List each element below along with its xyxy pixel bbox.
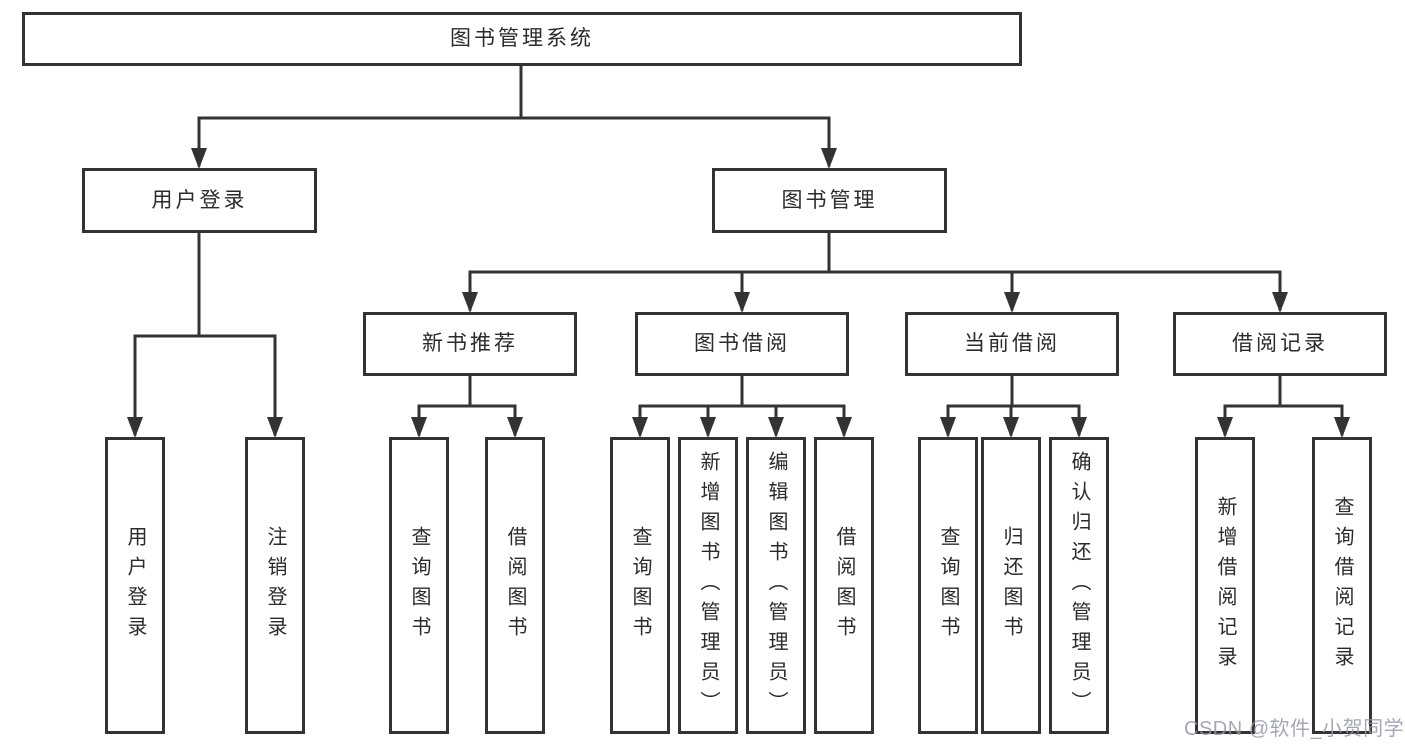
arrowhead-icon: [1071, 417, 1087, 438]
node-borrow-records: 借阅记录: [1173, 312, 1387, 376]
arrowhead-icon: [768, 417, 784, 438]
leaf-return-books: 归还图书: [981, 437, 1041, 734]
arrowhead-icon: [632, 417, 648, 438]
node-label: 注销登录: [264, 525, 286, 646]
node-label: 借阅图书: [833, 525, 855, 646]
arrowhead-icon: [734, 292, 750, 313]
arrowhead-icon: [1334, 417, 1350, 438]
leaf-edit-books-admin: 编辑图书（管理员）: [746, 437, 806, 734]
node-label: 确认归还（管理员）: [1068, 450, 1090, 721]
leaf-query-books-current: 查询图书: [918, 437, 978, 734]
arrowhead-icon: [940, 417, 956, 438]
edge-book-borrow-children: [632, 374, 852, 438]
arrowhead-icon: [1004, 292, 1020, 313]
edge-book-management-children: [462, 231, 1288, 313]
arrowhead-icon: [411, 417, 427, 438]
node-label: 当前借阅: [964, 332, 1060, 356]
arrowhead-icon: [462, 292, 478, 313]
node-label: 查询图书: [629, 525, 651, 646]
watermark: CSDN @软件_小贺同学: [1184, 712, 1404, 741]
leaf-query-books-borrow: 查询图书: [610, 437, 670, 734]
watermark-text: CSDN @软件_小贺同学: [1184, 718, 1405, 740]
arrowhead-icon: [1272, 292, 1288, 313]
node-label: 借阅图书: [504, 525, 526, 646]
edge-user-login-children: [127, 231, 283, 438]
node-label: 查询图书: [937, 525, 959, 646]
node-current-borrow: 当前借阅: [905, 312, 1119, 376]
leaf-borrow-books: 借阅图书: [814, 437, 874, 734]
edge-borrow-records-children: [1217, 374, 1350, 438]
node-label: 查询借阅记录: [1331, 495, 1353, 676]
edge-root-to-level1: [191, 63, 837, 169]
arrowhead-icon: [821, 148, 837, 169]
node-label: 查询图书: [408, 525, 430, 646]
edge-current-borrow-children: [940, 374, 1087, 438]
node-label: 新书推荐: [422, 332, 518, 356]
leaf-confirm-return-admin: 确认归还（管理员）: [1049, 437, 1109, 734]
arrowhead-icon: [191, 148, 207, 169]
node-label: 新增图书（管理员）: [697, 450, 719, 721]
edge-new-book-recommend-children: [411, 374, 523, 438]
node-label: 图书管理: [781, 188, 878, 212]
node-label: 用户登录: [124, 525, 146, 646]
node-label: 借阅记录: [1232, 332, 1328, 356]
leaf-logout: 注销登录: [245, 437, 305, 734]
arrowhead-icon: [267, 417, 283, 438]
node-label: 归还图书: [1000, 525, 1022, 646]
node-new-book-recommend: 新书推荐: [363, 312, 577, 376]
node-label: 编辑图书（管理员）: [765, 450, 787, 721]
node-user-login: 用户登录: [82, 168, 317, 233]
arrowhead-icon: [1003, 417, 1019, 438]
node-book-management: 图书管理: [712, 168, 947, 233]
arrowhead-icon: [1217, 417, 1233, 438]
node-label: 图书借阅: [694, 332, 790, 356]
node-library-management-system: 图书管理系统: [22, 12, 1022, 66]
leaf-borrow-books-recommend: 借阅图书: [485, 437, 545, 734]
node-label: 用户登录: [151, 188, 248, 212]
leaf-add-books-admin: 新增图书（管理员）: [678, 437, 738, 734]
arrowhead-icon: [836, 417, 852, 438]
arrowhead-icon: [127, 417, 143, 438]
arrowhead-icon: [700, 417, 716, 438]
arrowhead-icon: [507, 417, 523, 438]
node-label: 新增借阅记录: [1214, 495, 1236, 676]
leaf-user-login: 用户登录: [105, 437, 165, 734]
leaf-query-books-recommend: 查询图书: [389, 437, 449, 734]
leaf-query-borrow-record: 查询借阅记录: [1312, 437, 1372, 734]
node-book-borrow: 图书借阅: [635, 312, 849, 376]
leaf-add-borrow-record: 新增借阅记录: [1195, 437, 1255, 734]
node-label: 图书管理系统: [450, 27, 594, 51]
